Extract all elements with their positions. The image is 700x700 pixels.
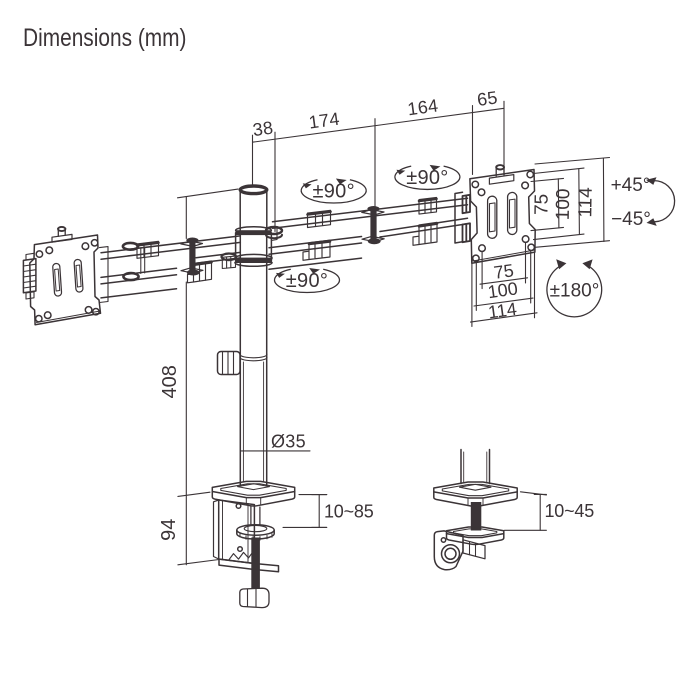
svg-text:±90°: ±90° (312, 181, 354, 203)
svg-text:408: 408 (159, 365, 181, 398)
svg-text:164: 164 (406, 95, 439, 119)
svg-text:+45°: +45° (611, 175, 651, 196)
svg-text:Ø35: Ø35 (271, 431, 306, 451)
svg-text:±180°: ±180° (550, 281, 600, 302)
svg-text:75: 75 (531, 194, 552, 216)
svg-text:114: 114 (487, 299, 518, 323)
svg-text:100: 100 (553, 188, 575, 220)
svg-text:10~85: 10~85 (324, 502, 374, 522)
svg-text:174: 174 (308, 109, 341, 133)
svg-text:10~45: 10~45 (545, 501, 595, 521)
svg-text:65: 65 (476, 87, 499, 110)
svg-text:±90°: ±90° (406, 167, 448, 189)
svg-text:114: 114 (575, 187, 597, 218)
svg-text:75: 75 (492, 260, 515, 283)
svg-text:−45°: −45° (611, 209, 651, 230)
svg-text:38: 38 (251, 118, 274, 141)
svg-text:Dimensions (mm): Dimensions (mm) (23, 24, 187, 52)
svg-text:100: 100 (486, 278, 518, 302)
svg-text:±90°: ±90° (286, 270, 328, 292)
svg-text:94: 94 (158, 519, 180, 541)
